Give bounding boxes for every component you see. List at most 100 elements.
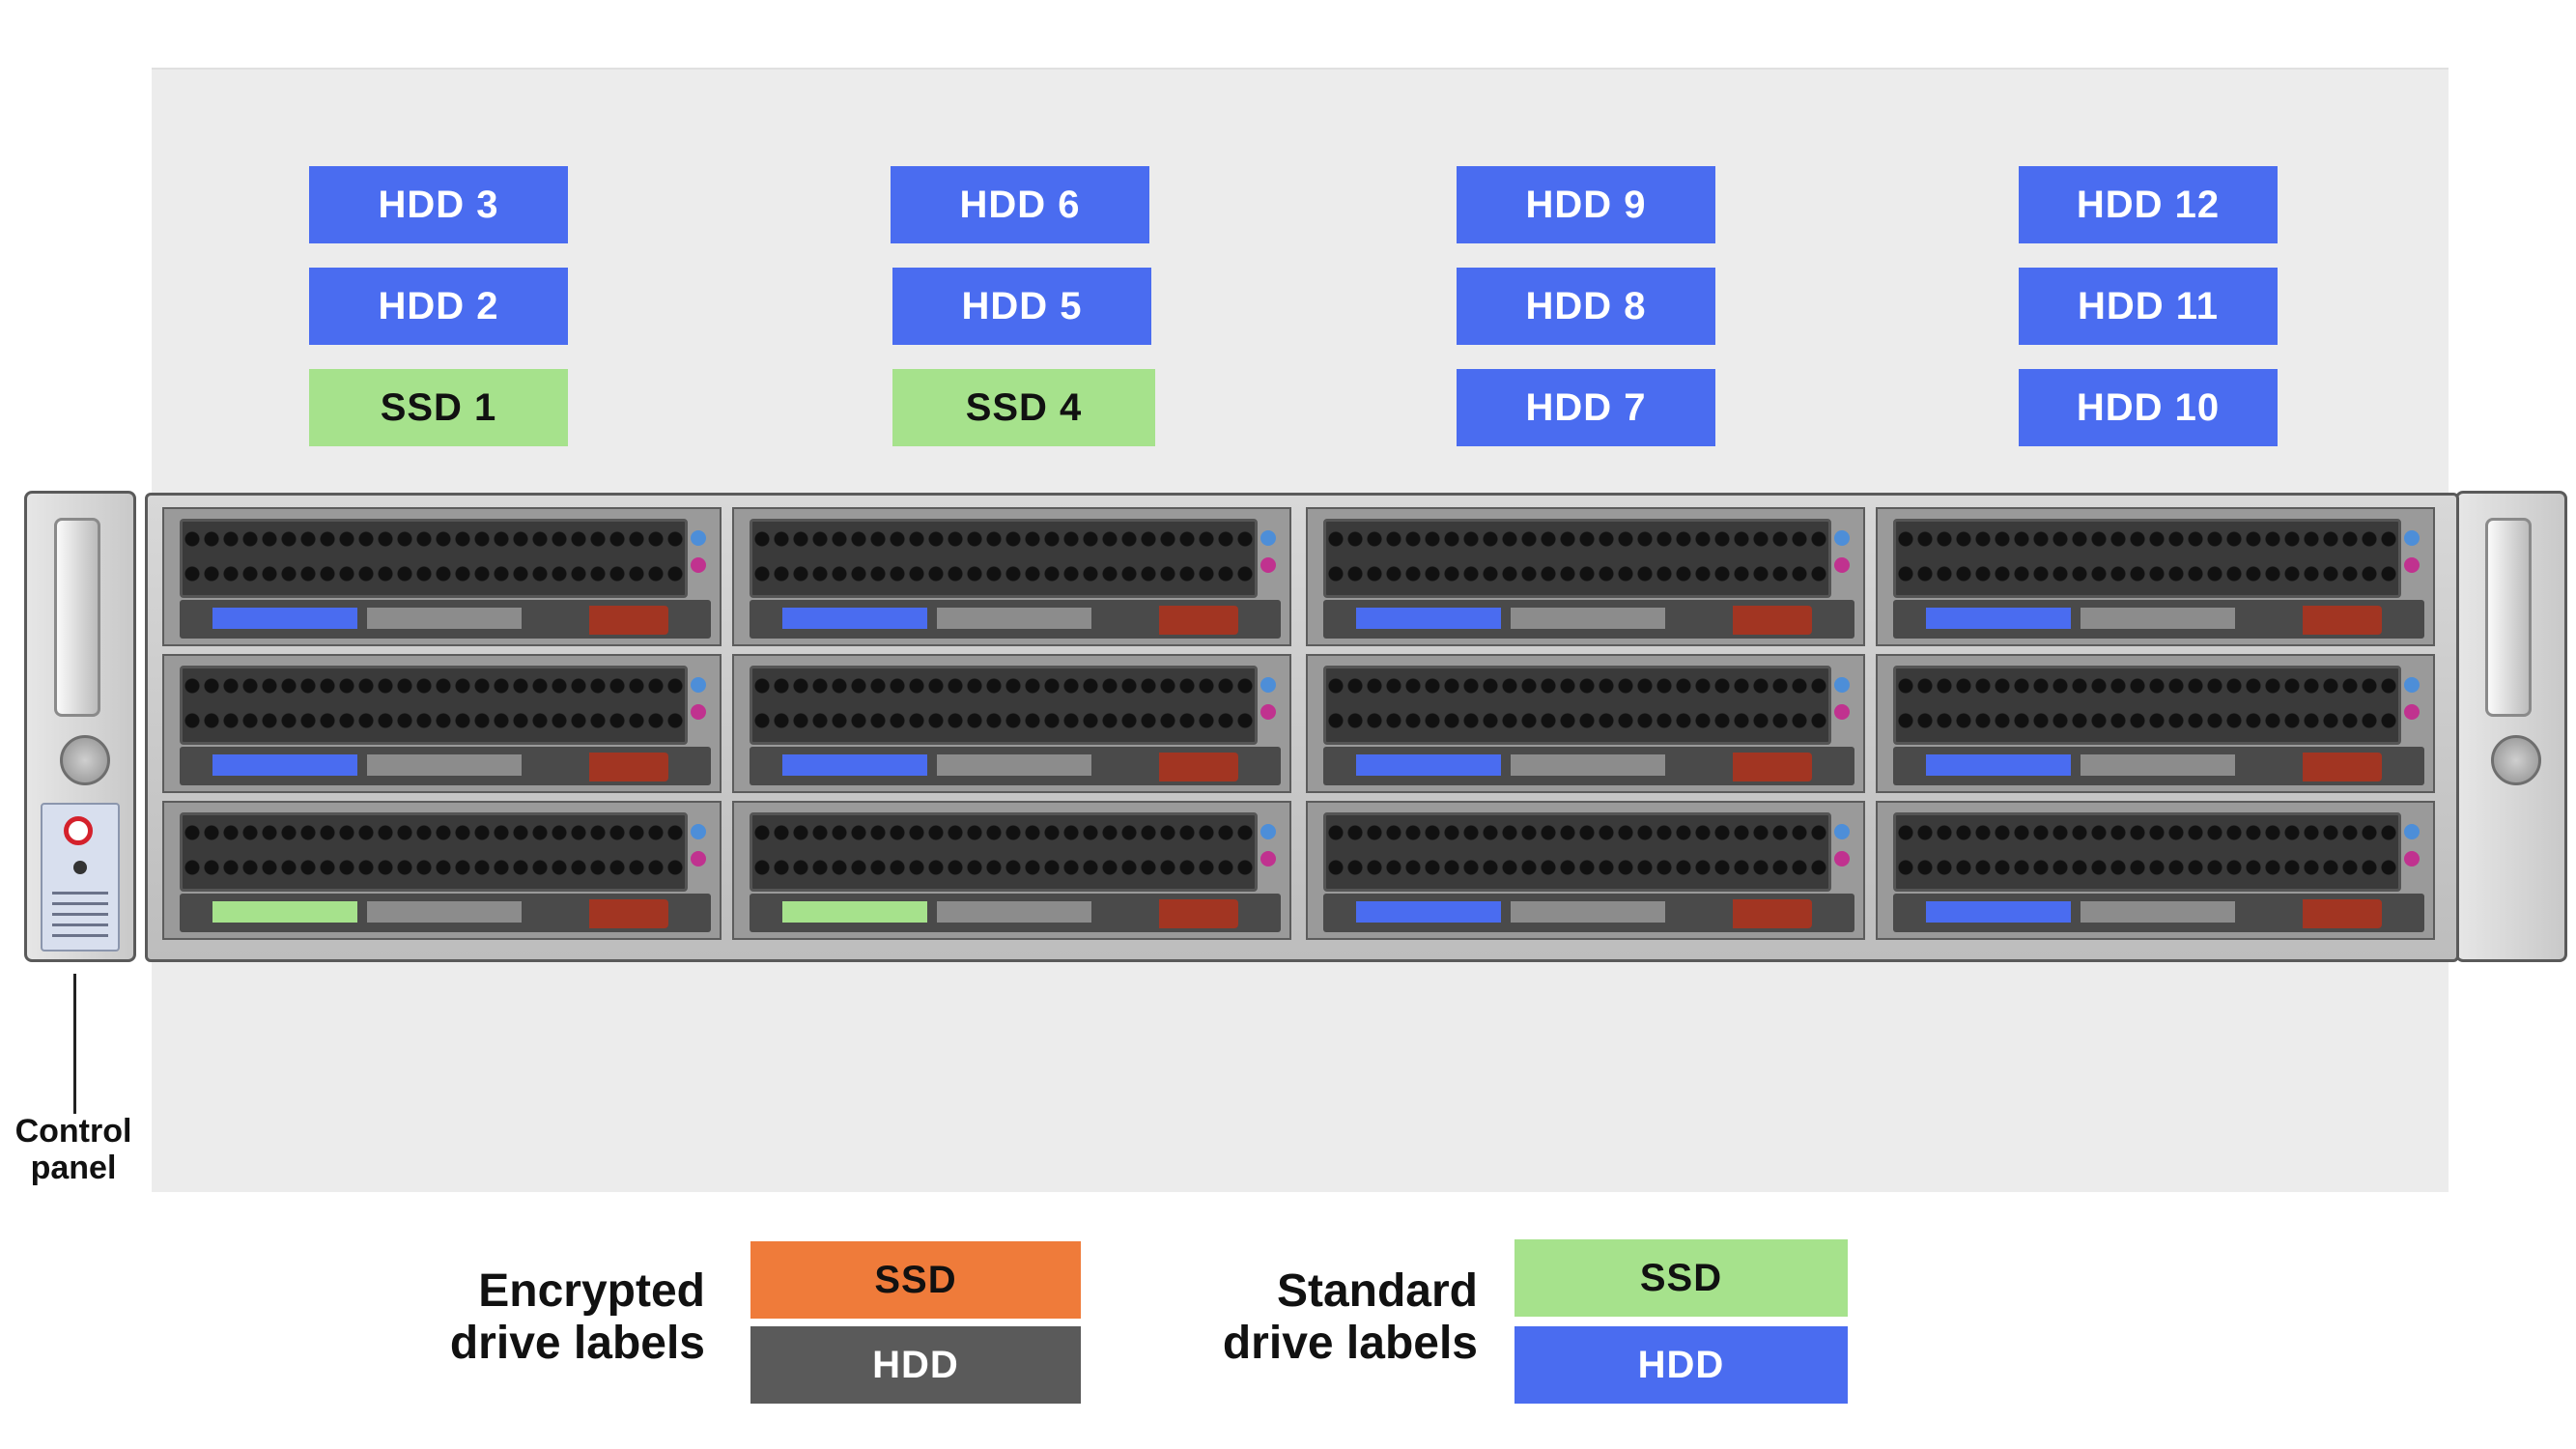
drive-strip-hdd xyxy=(212,608,357,629)
drive-bay-5 xyxy=(732,654,1291,793)
drive-strip-hdd xyxy=(782,608,927,629)
activity-led-icon xyxy=(691,824,706,839)
bay-grille xyxy=(1323,666,1831,745)
tray-latch xyxy=(589,606,668,635)
drive-bay-4 xyxy=(732,801,1291,940)
tray-latch xyxy=(1733,606,1812,635)
legend-standard-ssd-swatch: SSD xyxy=(1514,1239,1848,1317)
drive-bay-12 xyxy=(1876,507,2435,646)
fault-led-icon xyxy=(1260,704,1276,720)
legend-standard-title: Standard drive labels xyxy=(1111,1265,1478,1370)
bay-grille xyxy=(180,812,688,892)
drive-label-hdd-12: HDD 12 xyxy=(2019,166,2278,243)
left-rack-ear xyxy=(24,491,136,962)
bay-grille xyxy=(750,519,1258,598)
bay-grille xyxy=(1893,666,2401,745)
right-rack-ear xyxy=(2455,491,2567,962)
tray-latch xyxy=(1159,606,1238,635)
drive-label-hdd-5: HDD 5 xyxy=(892,268,1151,345)
control-panel-callout: Control panel xyxy=(0,1113,147,1186)
drive-label-hdd-10: HDD 10 xyxy=(2019,369,2278,446)
tray-latch xyxy=(1733,753,1812,781)
tray-latch xyxy=(589,753,668,781)
drive-strip-hdd xyxy=(1926,754,2071,776)
tray-latch xyxy=(589,899,668,928)
fault-led-icon xyxy=(2404,851,2420,867)
power-button-icon xyxy=(64,816,93,845)
legend-standard-line2: drive labels xyxy=(1222,1318,1478,1369)
drive-bay-6 xyxy=(732,507,1291,646)
drive-bay-2 xyxy=(162,654,722,793)
tray-slot xyxy=(937,754,1091,776)
drive-strip-hdd xyxy=(1356,754,1501,776)
status-leds-icon xyxy=(52,884,108,940)
bay-grille xyxy=(1323,812,1831,892)
legend-encrypted-title: Encrypted drive labels xyxy=(367,1265,705,1370)
bay-grille xyxy=(180,666,688,745)
tray-slot xyxy=(1511,754,1665,776)
bay-grille xyxy=(750,812,1258,892)
fault-led-icon xyxy=(2404,557,2420,573)
tray-latch xyxy=(1159,899,1238,928)
tray-slot xyxy=(367,754,522,776)
tray-slot xyxy=(937,901,1091,923)
fault-led-icon xyxy=(691,557,706,573)
tray-slot xyxy=(367,901,522,923)
drive-label-ssd-4: SSD 4 xyxy=(892,369,1155,446)
drive-bay-1 xyxy=(162,801,722,940)
drive-strip-ssd xyxy=(212,901,357,923)
bay-grille xyxy=(1893,812,2401,892)
legend-standard-hdd-swatch: HDD xyxy=(1514,1326,1848,1404)
drive-strip-hdd xyxy=(1926,608,2071,629)
tray-latch xyxy=(2303,606,2382,635)
drive-bay-11 xyxy=(1876,654,2435,793)
bay-grille xyxy=(750,666,1258,745)
tray-slot xyxy=(2081,608,2235,629)
legend-encrypted-ssd-swatch: SSD xyxy=(750,1241,1081,1319)
drive-bay-7 xyxy=(1306,801,1865,940)
fault-led-icon xyxy=(1260,851,1276,867)
bay-grille xyxy=(1323,519,1831,598)
drive-label-hdd-6: HDD 6 xyxy=(891,166,1149,243)
drive-strip-hdd xyxy=(1926,901,2071,923)
bay-grille xyxy=(1893,519,2401,598)
drive-strip-ssd xyxy=(782,901,927,923)
drive-label-hdd-9: HDD 9 xyxy=(1457,166,1715,243)
drive-label-hdd-7: HDD 7 xyxy=(1457,369,1715,446)
drive-bay-10 xyxy=(1876,801,2435,940)
tray-slot xyxy=(937,608,1091,629)
drive-label-hdd-8: HDD 8 xyxy=(1457,268,1715,345)
legend-encrypted-line2: drive labels xyxy=(449,1318,705,1369)
drive-bay-3 xyxy=(162,507,722,646)
reset-button-icon xyxy=(73,861,87,874)
tray-latch xyxy=(2303,899,2382,928)
drive-label-hdd-11: HDD 11 xyxy=(2019,268,2278,345)
fault-led-icon xyxy=(1834,851,1850,867)
activity-led-icon xyxy=(1834,824,1850,839)
right-handle xyxy=(2485,518,2532,717)
fault-led-icon xyxy=(691,851,706,867)
activity-led-icon xyxy=(2404,530,2420,546)
tray-slot xyxy=(2081,754,2235,776)
drive-strip-hdd xyxy=(212,754,357,776)
fault-led-icon xyxy=(691,704,706,720)
activity-led-icon xyxy=(691,530,706,546)
left-thumbscrew xyxy=(60,735,110,785)
tray-latch xyxy=(2303,753,2382,781)
activity-led-icon xyxy=(1260,824,1276,839)
tray-slot xyxy=(367,608,522,629)
fault-led-icon xyxy=(1260,557,1276,573)
activity-led-icon xyxy=(2404,677,2420,693)
legend-encrypted-line1: Encrypted xyxy=(478,1265,705,1317)
activity-led-icon xyxy=(1834,530,1850,546)
activity-led-icon xyxy=(1834,677,1850,693)
tray-latch xyxy=(1733,899,1812,928)
activity-led-icon xyxy=(2404,824,2420,839)
fault-led-icon xyxy=(1834,557,1850,573)
legend-encrypted-hdd-swatch: HDD xyxy=(750,1326,1081,1404)
drive-label-hdd-2: HDD 2 xyxy=(309,268,568,345)
left-handle xyxy=(54,518,100,717)
tray-latch xyxy=(1159,753,1238,781)
fault-led-icon xyxy=(1834,704,1850,720)
legend-standard-line1: Standard xyxy=(1276,1265,1478,1317)
